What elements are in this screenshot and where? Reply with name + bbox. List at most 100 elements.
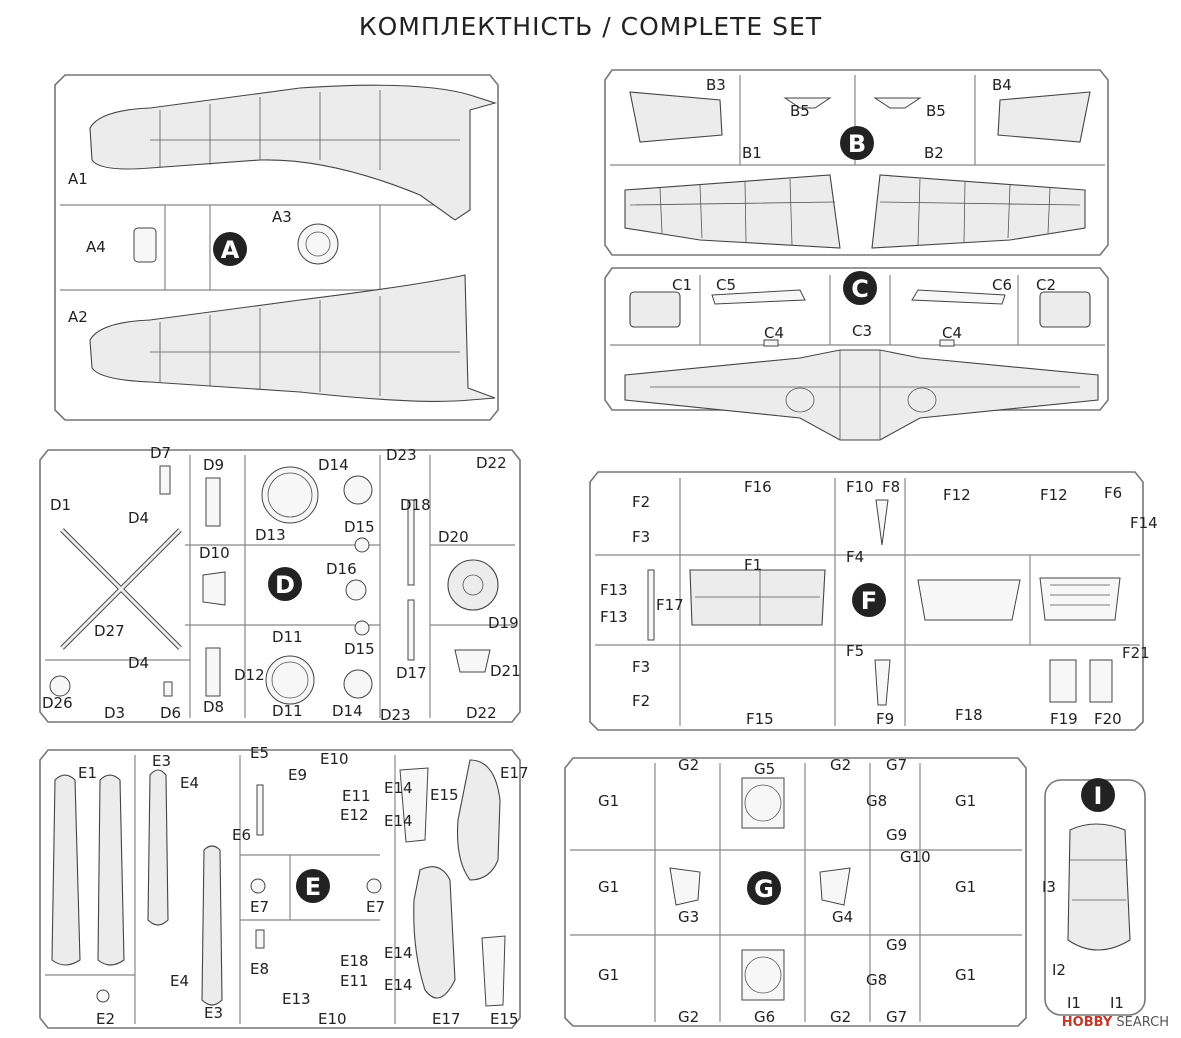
- label-e7-left: E7: [250, 898, 269, 916]
- label-i2: I2: [1052, 961, 1066, 979]
- sprue-c-badge: [843, 271, 877, 305]
- label-e14-3: E14: [384, 944, 413, 962]
- label-e17-bottom: E17: [432, 1010, 461, 1028]
- sprue-a: A A1 A2 A3 A4: [54, 74, 499, 421]
- part-b3: [629, 91, 723, 143]
- label-d17: D17: [396, 664, 427, 682]
- part-f17: [647, 569, 655, 641]
- sprue-f-letter: F: [861, 587, 877, 615]
- sprue-i: I I1 I1 I2 I3: [1042, 778, 1146, 1016]
- watermark: HOBBY SEARCH: [1062, 1015, 1169, 1030]
- part-g4: [819, 867, 851, 906]
- part-d12-ring: [265, 655, 315, 705]
- label-f17: F17: [656, 596, 684, 614]
- part-e6: [256, 784, 264, 836]
- label-g1-5: G1: [955, 878, 976, 896]
- label-d21: D21: [490, 662, 521, 680]
- part-e3-top: [147, 769, 169, 926]
- label-a1: A1: [68, 170, 88, 188]
- label-f10: F10: [846, 478, 874, 496]
- label-e17-top: E17: [500, 764, 529, 782]
- part-f9: [874, 659, 891, 706]
- part-e7-left: [250, 878, 266, 894]
- part-e1-left: [51, 774, 81, 966]
- label-e14-2: E14: [384, 812, 413, 830]
- part-d14-wheel-bottom: [343, 669, 373, 699]
- label-c1: C1: [672, 276, 692, 294]
- sprue-e-badge: [296, 869, 330, 903]
- part-d15-hub-top: [354, 537, 370, 553]
- sprue-i-badge: [1081, 778, 1115, 812]
- sprue-b: B B1 B2 B3 B4 B5 B5: [604, 69, 1109, 256]
- label-f2-top: F2: [632, 493, 650, 511]
- part-c6: [911, 289, 1006, 305]
- label-d9: D9: [203, 456, 224, 474]
- label-g1-1: G1: [598, 792, 619, 810]
- sprue-c: C C1 C2 C3 C4 C4 C5 C6: [604, 267, 1109, 441]
- part-i3-canopy: [1067, 823, 1131, 951]
- sprue-d-badge: [268, 567, 302, 601]
- label-a3: A3: [272, 208, 292, 226]
- sprue-a-badge: [213, 232, 247, 266]
- sprue-g-badge: [747, 871, 781, 905]
- label-f6: F6: [1104, 484, 1122, 502]
- part-e15-bottom: [481, 935, 506, 1007]
- label-f2-bottom: F2: [632, 692, 650, 710]
- part-e1-right: [97, 774, 125, 966]
- label-d15-top: D15: [344, 518, 375, 536]
- sprue-f-badge: [852, 583, 886, 617]
- label-f9: F9: [876, 710, 894, 728]
- part-e2: [96, 989, 110, 1003]
- part-e8: [255, 929, 265, 949]
- part-d27-propeller: [60, 528, 182, 650]
- part-g6: [741, 949, 785, 1001]
- label-d6: D6: [160, 704, 181, 722]
- part-d8: [205, 647, 221, 697]
- part-b1-wing: [624, 174, 841, 249]
- label-b2: B2: [924, 144, 944, 162]
- label-c4-right: C4: [942, 324, 962, 342]
- label-a2: A2: [68, 308, 88, 326]
- part-d15-hub-bottom: [354, 620, 370, 636]
- part-g5: [741, 777, 785, 829]
- label-f12-left: F12: [943, 486, 971, 504]
- sprue-f: F F1 F2 F2 F3 F3 F4 F5 F6 F8 F9 F10 F12 …: [589, 471, 1158, 731]
- label-g1-3: G1: [598, 966, 619, 984]
- part-d10: [202, 571, 226, 606]
- part-e17-bottom: [413, 866, 456, 999]
- label-c3: C3: [852, 322, 872, 340]
- label-g8-top: G8: [866, 792, 887, 810]
- label-d26: D26: [42, 694, 73, 712]
- label-f18: F18: [955, 706, 983, 724]
- label-e10-bottom: E10: [318, 1010, 347, 1028]
- label-g8-bottom: G8: [866, 971, 887, 989]
- label-e13: E13: [282, 990, 311, 1008]
- label-g1-4: G1: [955, 792, 976, 810]
- label-e15-bottom: E15: [490, 1010, 519, 1028]
- sprue-b-letter: B: [848, 130, 866, 158]
- label-g2-3: G2: [678, 1008, 699, 1026]
- part-d14-wheel-top: [343, 475, 373, 505]
- sprue-d: D D1 D3 D4 D4 D6 D7 D8 D9 D10 D11 D11 D1…: [39, 444, 521, 724]
- part-d19-engine: [447, 559, 499, 611]
- label-e15-top: E15: [430, 786, 459, 804]
- label-g9-top: G9: [886, 826, 907, 844]
- sprue-i-letter: I: [1094, 782, 1103, 810]
- label-d4-bottom: D4: [128, 654, 149, 672]
- sprue-e: E E1 E2 E3 E3 E4 E4 E5 E6 E7 E7 E8 E9 E1…: [39, 744, 529, 1029]
- part-d9: [205, 477, 221, 527]
- label-d22-top: D22: [476, 454, 507, 472]
- label-g10: G10: [900, 848, 931, 866]
- part-f-center-panel: [917, 579, 1021, 621]
- label-c6: C6: [992, 276, 1012, 294]
- label-e14-1: E14: [384, 779, 413, 797]
- part-d13-ring: [261, 466, 319, 524]
- label-a4: A4: [86, 238, 106, 256]
- label-g1-6: G1: [955, 966, 976, 984]
- label-i3: I3: [1042, 878, 1056, 896]
- part-c2: [1039, 291, 1091, 328]
- label-f3-top: F3: [632, 528, 650, 546]
- label-e7-right: E7: [366, 898, 385, 916]
- part-e17-top: [456, 759, 501, 881]
- label-d4-top: D4: [128, 509, 149, 527]
